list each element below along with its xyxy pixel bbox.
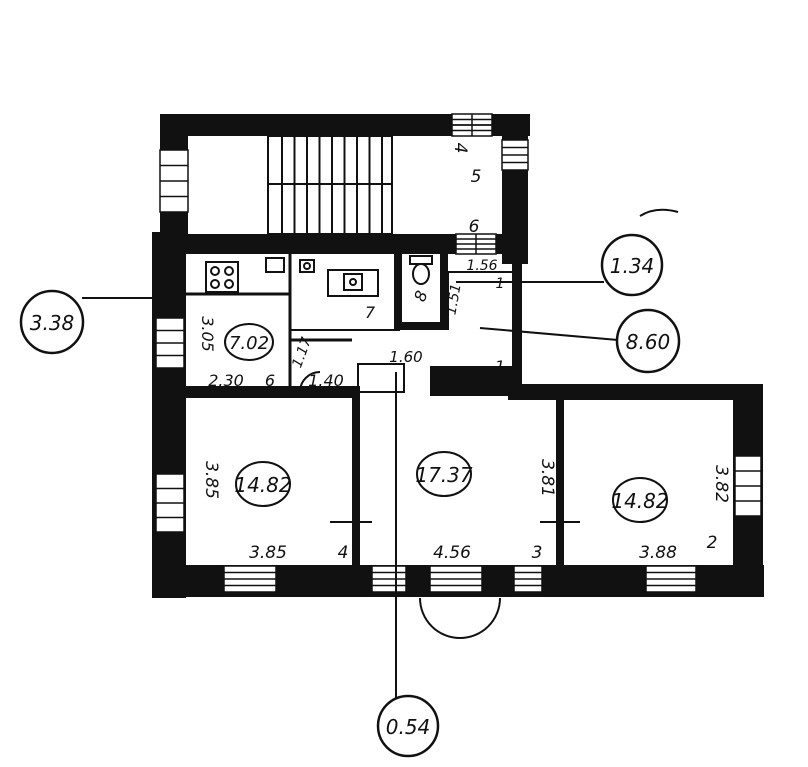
callout-3-38: 3.38 — [19, 289, 85, 355]
stove-icon — [205, 261, 239, 293]
corridor-width: 1.40 — [308, 371, 344, 390]
callout-3-38-value: 3.38 — [30, 311, 75, 335]
corridor-number: 1 — [495, 357, 505, 376]
callout-0-54: 0.54 — [376, 694, 440, 758]
leader-lines — [82, 281, 619, 700]
kitchen-height: 3.05 — [198, 316, 217, 352]
stair-number-4: 4 — [450, 143, 470, 154]
room-2-number: 2 — [707, 533, 718, 553]
room-2-height: 3.82 — [711, 465, 731, 503]
washbasin-icon — [299, 259, 315, 273]
kitchen-number: 6 — [265, 371, 275, 390]
callout-0-54-value: 0.54 — [386, 715, 431, 739]
staircase — [267, 135, 393, 235]
room-3-number: 3 — [532, 543, 543, 563]
stair-number-5: 5 — [471, 167, 482, 187]
room-4-number: 4 — [338, 543, 349, 563]
fixtures — [205, 255, 433, 297]
room-3-width: 4.56 — [433, 543, 471, 563]
hall-width: 1.60 — [389, 348, 422, 366]
room-2-width: 3.88 — [639, 543, 677, 563]
toilet-number: 8 — [410, 288, 431, 304]
entry-height: 1.51 — [443, 283, 464, 316]
room-3-height: 3.81 — [537, 459, 557, 497]
sink-icon — [265, 257, 285, 273]
room-4-height: 3.85 — [201, 461, 221, 499]
kitchen-area: 7.02 — [229, 333, 269, 354]
windows — [155, 113, 762, 593]
callout-1-34: 1.34 — [600, 233, 664, 297]
room-4-width: 3.85 — [249, 543, 287, 563]
toilet-icon — [409, 255, 433, 285]
callout-1-34-value: 1.34 — [610, 254, 655, 278]
room-3-area: 17.37 — [415, 463, 473, 487]
room-labels: 14.82 3.85 3.85 4 17.37 4.56 3.81 3 14.8… — [198, 143, 731, 563]
entry-width: 1.56 — [466, 258, 497, 274]
corridor-side-number: 1 — [496, 276, 505, 292]
room-4-area: 14.82 — [234, 473, 291, 497]
bathtub-icon — [327, 269, 379, 297]
stair-number-6: 6 — [469, 217, 480, 237]
kitchen-width: 2.30 — [208, 371, 244, 390]
callout-8-60: 8.60 — [615, 308, 681, 374]
partitions — [186, 208, 679, 639]
area-callouts: 3.38 1.34 8.60 0.54 — [19, 233, 681, 758]
room-2-area: 14.82 — [611, 489, 668, 513]
callout-8-60-value: 8.60 — [626, 330, 671, 354]
bath-number: 7 — [365, 303, 376, 322]
